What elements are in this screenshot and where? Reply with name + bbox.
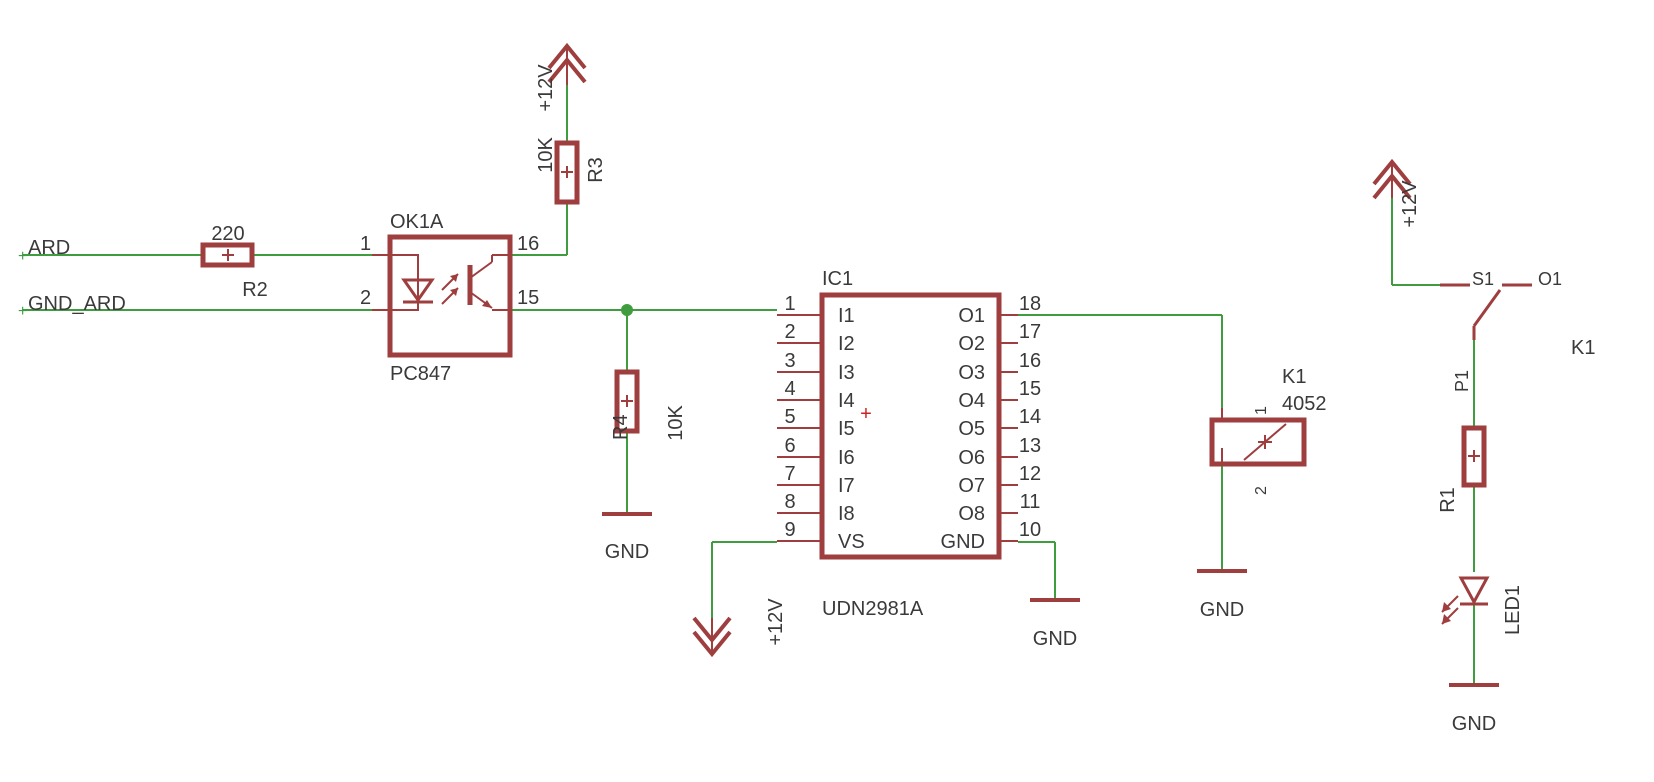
supply-symbol-vs: +12V [692, 598, 787, 658]
ic1-name: IC1 [822, 268, 853, 290]
ground-symbol-k1: GND [1197, 569, 1247, 621]
optocoupler-ok1a: 1 2 16 15 OK1A PC847 [360, 211, 539, 385]
ic1-pin-label: O2 [958, 333, 985, 355]
ground-label-r4: GND [605, 541, 649, 563]
ic1-pin-label: O3 [958, 362, 985, 384]
r3-value: 10K [535, 137, 557, 173]
ic-udn2981a: + IC1 UDN2981A 1I1 2I2 3I3 4I4 5I5 6I6 7I7 8I8 9… [777, 268, 1041, 620]
k1-coil-value: 4052 [1282, 393, 1327, 415]
ic1-pin-label: O8 [958, 503, 985, 525]
k1-switch-p: P1 [1452, 370, 1472, 392]
supply-label-right: +12V [1399, 180, 1421, 228]
ic1-pin-number: 1 [784, 293, 795, 315]
ok1-pin1: 1 [360, 233, 371, 255]
ic1-pin-label: I4 [838, 390, 855, 412]
ic1-pin-number: 4 [784, 378, 795, 400]
ic1-pin-number: 5 [784, 406, 795, 428]
ic1-part: UDN2981A [822, 598, 924, 620]
ic1-pin-label: VS [838, 531, 865, 553]
r2-name: R2 [242, 279, 268, 301]
net-label-gnd-ard: GND_ARD [28, 293, 126, 315]
supply-label-1: +12V [535, 64, 557, 112]
r4-value: 10K [665, 405, 687, 441]
ic1-pin-number: 14 [1019, 406, 1041, 428]
ground-label-ic1: GND [1033, 628, 1077, 650]
ok1-part: PC847 [390, 363, 451, 385]
led-led1: LED1 [1441, 576, 1524, 635]
ic1-pin-number: 2 [784, 321, 795, 343]
k1-switch-name: K1 [1571, 337, 1595, 359]
ok1-pin2: 2 [360, 287, 371, 309]
ic1-pin-label: I2 [838, 333, 855, 355]
relay-switch-k1: S1 O1 K1 P1 [1440, 269, 1595, 392]
ic1-pin-number: 17 [1019, 321, 1041, 343]
resistor-r3: R3 10K [535, 137, 607, 205]
ic1-pin-label: I3 [838, 362, 855, 384]
ic1-pin-label: O6 [958, 447, 985, 469]
k1-switch-o: O1 [1538, 269, 1562, 289]
r1-name: R1 [1437, 487, 1459, 513]
ic1-pin-label: I5 [838, 418, 855, 440]
ic1-pin-number: 3 [784, 350, 795, 372]
ic1-left-pins: 1I1 2I2 3I3 4I4 5I5 6I6 7I7 8I8 9VS [777, 293, 865, 553]
ic1-pin-number: 15 [1019, 378, 1041, 400]
ic1-pin-label: O7 [958, 475, 985, 497]
ic1-pin-number: 8 [784, 491, 795, 513]
ground-symbol-led: GND [1449, 683, 1499, 735]
r3-name: R3 [585, 157, 607, 183]
ic1-pin-number: 13 [1019, 435, 1041, 457]
supply-symbol-right: +12V [1372, 158, 1421, 228]
r2-value: 220 [211, 223, 244, 245]
svg-text:+: + [860, 403, 872, 425]
net-label-ard: ARD [28, 237, 70, 259]
ic1-pin-number: 10 [1019, 519, 1041, 541]
ground-symbol-ic1: GND [1030, 598, 1080, 650]
ic1-pin-number: 16 [1019, 350, 1041, 372]
relay-coil-k1: K1 4052 1 2 [1209, 366, 1327, 495]
ic1-pin-label: O5 [958, 418, 985, 440]
k1-coil-pin1: 1 [1253, 406, 1270, 415]
ic1-pin-number: 9 [784, 519, 795, 541]
ic1-pin-label: I6 [838, 447, 855, 469]
ic1-pin-number: 11 [1020, 491, 1041, 513]
supply-symbol-r3: +12V [535, 42, 587, 112]
ic1-pin-number: 7 [784, 463, 795, 485]
led1-name: LED1 [1502, 585, 1524, 635]
resistor-r4: R4 10K [610, 369, 687, 441]
ic1-pin-number: 18 [1019, 293, 1041, 315]
ground-symbol-r4: GND [602, 512, 652, 563]
ok1-pin16: 16 [517, 233, 539, 255]
ic1-pin-label: I1 [838, 305, 855, 327]
k1-coil-pin2: 2 [1253, 486, 1270, 495]
ic1-pin-label: O1 [958, 305, 985, 327]
ic1-pin-number: 6 [784, 435, 795, 457]
supply-label-vs: +12V [765, 598, 787, 646]
ic1-pin-label: I8 [838, 503, 855, 525]
ic1-pin-label: I7 [838, 475, 855, 497]
ok1-pin15: 15 [517, 287, 539, 309]
ground-label-led: GND [1452, 713, 1496, 735]
resistor-r1: R1 [1437, 425, 1487, 513]
ok1-name: OK1A [390, 211, 444, 233]
wires: + + [18, 85, 1475, 683]
ic1-pin-label: O4 [958, 390, 985, 412]
svg-text:+: + [18, 248, 27, 265]
ground-label-k1: GND [1200, 599, 1244, 621]
ic1-pin-label: GND [941, 531, 985, 553]
svg-text:+: + [18, 303, 27, 320]
resistor-r2: 220 R2 [200, 223, 268, 301]
r4-name: R4 [610, 414, 632, 440]
k1-switch-s: S1 [1472, 269, 1494, 289]
k1-coil-name: K1 [1282, 366, 1306, 388]
ic1-pin-number: 12 [1019, 463, 1041, 485]
